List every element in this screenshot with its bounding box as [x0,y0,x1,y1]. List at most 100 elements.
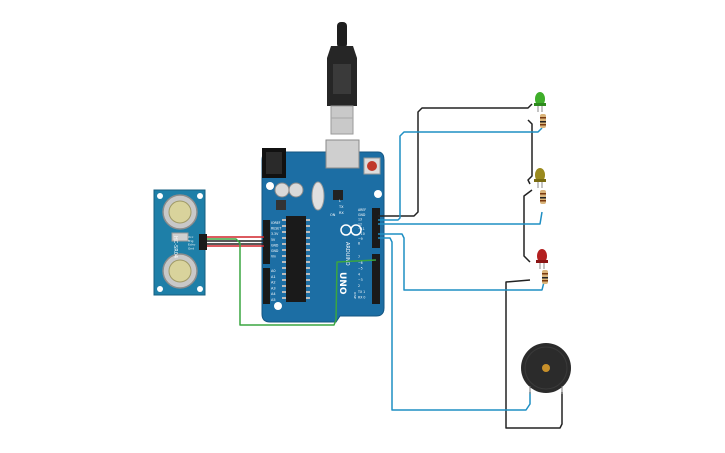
sensor-transducer-top-mesh [168,200,192,224]
chip-pin [306,273,310,275]
led-group-green[interactable] [534,92,546,128]
chip-pin [306,237,310,239]
chip-pin [282,237,286,239]
crystal-oscillator [311,181,325,211]
resistor-band [540,193,546,195]
digital-pin-label: 12 [358,222,362,226]
arduino-on-label: ON [330,213,336,217]
analog-pin-label: A2 [271,281,276,285]
arduino-logo-right [350,224,362,236]
digital-pin-label: RX 0 [358,296,365,300]
arduino-uno-board[interactable]: ARDUINO UNO ICSP ON L TX RX AREFGND1312~… [261,139,385,323]
digital-pin-label: 13 [358,218,362,222]
chip-pin [306,255,310,257]
chip-pin [282,279,286,281]
digital-pin-label: TX 1 [357,290,365,294]
sensor-mount-hole [197,193,203,199]
power-pin-label: RESET [271,227,281,231]
wire-pin12-yellow-led[interactable] [378,211,543,225]
analog-pin-label: A5 [271,298,276,302]
analog-pin-label: A1 [271,275,276,279]
digital-pin-label: ~11 [358,227,365,231]
mount-hole [266,182,274,190]
usb-chip [333,190,343,200]
atmega-pins [282,219,310,299]
digital-pin-label: ~3 [358,278,363,282]
chip-pin [306,231,310,233]
chip-pin [306,243,310,245]
wire-pin13-green-led[interactable] [378,127,543,221]
power-pin-label: GND [271,249,279,253]
led-group-yellow[interactable] [534,168,546,204]
analog-pin-label: A4 [271,292,276,296]
chip-pin [306,261,310,263]
chip-pin [282,285,286,287]
wire-sensor-green[interactable] [207,238,377,326]
sensor-pin-label: Vcc [188,235,194,239]
wire-gnd-leds[interactable] [378,103,533,217]
red-led [537,249,547,263]
arduino-l-label: L [339,199,341,203]
digital-pin-label: 7 [358,255,360,259]
resistor-band [540,117,546,119]
sensor-pin-label: Trig [187,239,193,243]
arduino-icsp-label: ICSP [353,292,357,299]
green-led-base [534,103,546,106]
usb-plug-metal [330,105,354,135]
chip-pin [282,273,286,275]
usb-cable-cord [337,22,347,48]
arduino-usb-socket [325,139,360,169]
digital-pin-label: ~5 [358,267,363,271]
chip-pin [306,225,310,227]
power-pin-label: 5V [271,238,276,242]
power-pin-label: GND [271,243,279,247]
wire-pin10-buzzer[interactable] [378,237,531,411]
chip-pin [306,249,310,251]
arduino-power-jack-inner [266,152,282,174]
digital-header [372,208,380,248]
arduino-model-label: UNO [337,272,347,295]
wire-pin11-red-led[interactable] [378,233,545,291]
sensor-pin-label: Gnd [188,246,194,250]
digital-pin-label: 2 [358,284,360,288]
arduino-brand-label: ARDUINO [344,242,350,266]
wires [207,103,563,429]
arduino-rx-label: RX [339,211,344,215]
digital-pin-label: ~9 [358,237,363,241]
chip-pin [306,285,310,287]
resistor-band [540,121,546,123]
capacitor [274,182,290,198]
chip-pin [282,243,286,245]
wire-gnd-buzzer[interactable] [505,279,563,429]
analog-pin-label: A3 [271,286,276,290]
wire-gnd-led3[interactable] [523,189,533,263]
chip-pin [282,255,286,257]
sensor-pin-label: Echo [188,243,195,247]
digital-pin-label: GND [358,213,366,217]
led-group-red[interactable] [536,249,548,284]
chip-pin [282,219,286,221]
resistor-band [542,277,548,279]
yellow-led-base [534,179,546,182]
resistor-band [542,273,548,275]
chip-pin [306,219,310,221]
power-pin-label: 3.3V [271,232,279,236]
red-led-base [536,260,548,263]
usb-cable[interactable] [327,22,357,135]
sensor-header [199,234,207,250]
chip-pin [282,261,286,263]
power-header [263,220,270,264]
arduino-tx-label: TX [338,205,344,209]
resistor-band [540,197,546,199]
buzzer-ring [524,346,568,390]
power-pin-label: Vin [271,255,276,259]
digital-pin-label: 4 [358,272,360,276]
chip-pin [306,291,310,293]
piezo-buzzer[interactable] [521,343,571,394]
wire-gnd-led2[interactable] [527,119,533,185]
